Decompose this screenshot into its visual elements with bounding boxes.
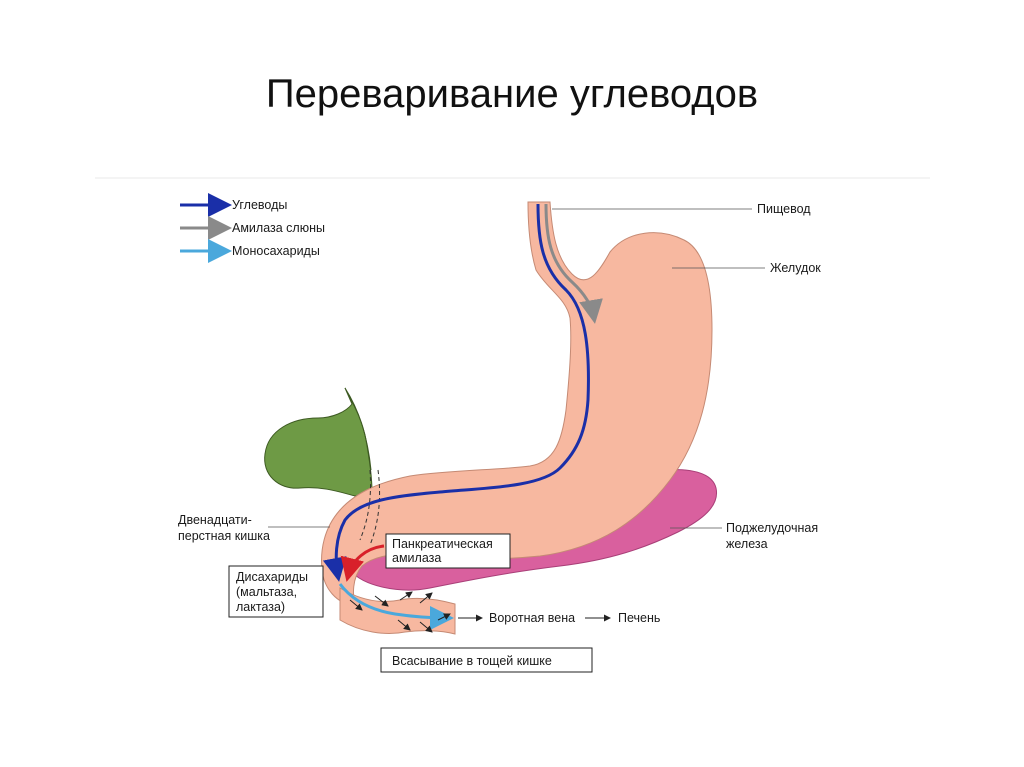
label-duodenum-2: перстная кишка: [178, 529, 270, 543]
leader-lines: [268, 208, 765, 529]
legend-mono-label: Моносахариды: [232, 244, 320, 258]
monosaccharides-arrow: [338, 583, 454, 630]
label-stomach: Желудок: [770, 261, 821, 275]
disaccharides-label-3: лактаза): [236, 600, 285, 614]
pancreatic-amylase-label-2: амилаза: [392, 551, 441, 565]
disaccharides-label-1: Дисахариды: [236, 570, 308, 584]
legend-amylase-label: Амилаза слюны: [232, 221, 325, 235]
label-pancreas-1: Поджелудочная: [726, 521, 818, 535]
absorption-box: [380, 647, 593, 673]
bile-duct: [344, 387, 372, 471]
label-pancreas-2: железа: [726, 537, 768, 551]
pancreatic-amylase-label-1: Панкреатическая: [392, 537, 493, 551]
pancreatic-duct: [369, 469, 381, 546]
common-bile-duct: [359, 469, 371, 541]
label-portal-vein: Воротная вена: [489, 611, 575, 625]
jejunum: [339, 587, 456, 635]
carbs-flow-arrow: [322, 203, 590, 582]
pancreatic-amylase-box: [385, 533, 511, 569]
legend-carbs-label: Углеводы: [232, 198, 287, 212]
label-duodenum-1: Двенадцати-: [178, 513, 252, 527]
absorption-arrows: [349, 591, 451, 633]
absorption-label: Всасывание в тощей кишке: [392, 654, 552, 668]
label-esophagus: Пищевод: [757, 202, 811, 216]
page-title: Переваривание углеводов: [265, 72, 759, 116]
salivary-amylase-arrow: [544, 203, 603, 324]
gallbladder: [264, 387, 373, 497]
disaccharides-label-2: (мальтаза,: [236, 585, 297, 599]
legend: Углеводы Амилаза слюны Моносахариды: [180, 193, 325, 263]
pancreatic-amylase-arrow: [340, 544, 385, 582]
label-liver: Печень: [618, 611, 660, 625]
disaccharides-box: [228, 565, 324, 618]
